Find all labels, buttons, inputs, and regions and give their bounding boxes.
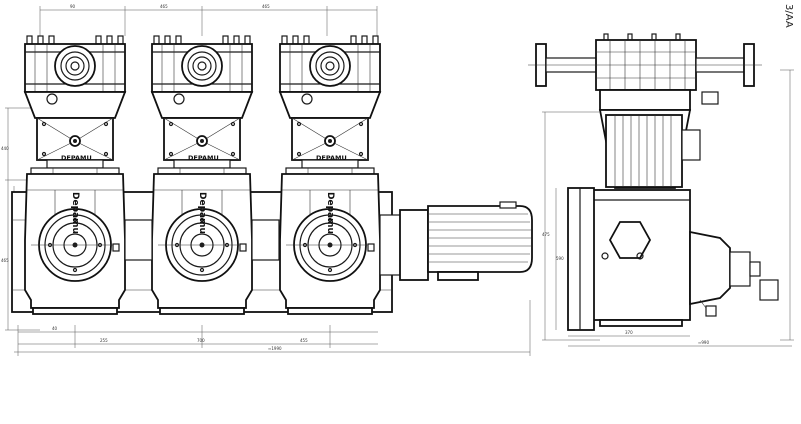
dim-top-right: 465 — [262, 4, 270, 9]
pump-unit-3 — [279, 35, 381, 315]
brand-plate-3: DEPAMU — [316, 154, 347, 162]
dim-bottom-small: 40 — [52, 326, 58, 331]
dim-bottom-total: ≈1990 — [268, 346, 282, 351]
dim-left-lower: 465 — [1, 258, 9, 263]
dim-bottom-left: 255 — [100, 338, 108, 343]
coupling-1 — [124, 219, 153, 261]
dim-side-width: ≈990 — [698, 340, 709, 345]
dim-bottom-center: 700 — [197, 338, 205, 343]
pump-unit-2 — [151, 35, 253, 315]
brand-vertical-1: Depamu — [70, 192, 80, 234]
brand-plate-1: DEPAMU — [61, 154, 92, 162]
coupling-2 — [251, 219, 280, 261]
electric-motor — [379, 201, 533, 281]
brand-vertical-3: Depamu — [325, 192, 335, 234]
dim-top-left: 90 — [70, 4, 76, 9]
brand-vertical-2: Depamu — [197, 192, 207, 234]
dim-top-mid: 465 — [160, 4, 168, 9]
dim-bottom-right: 455 — [300, 338, 308, 343]
dim-side-left: 475 — [542, 232, 550, 237]
brand-plate-2: DEPAMU — [188, 154, 219, 162]
dim-left-upper: 440 — [1, 146, 9, 151]
side-view — [528, 33, 779, 331]
drawing-code: 3/AA — [783, 4, 794, 28]
dim-side-bottom: 370 — [625, 330, 633, 335]
dim-side-height: 590 — [556, 256, 564, 261]
pump-unit-1 — [24, 35, 126, 315]
